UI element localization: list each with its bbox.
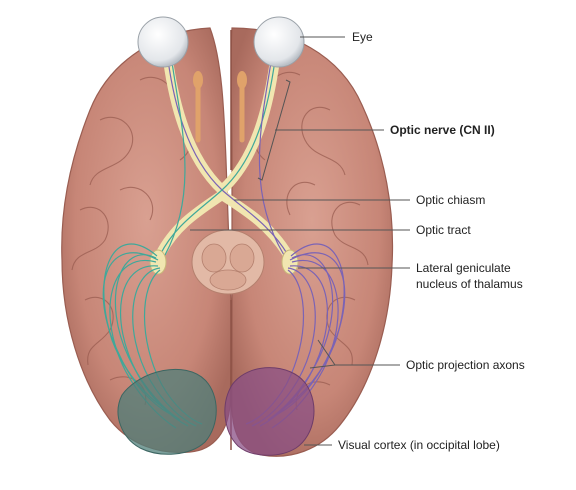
labels: Eye Optic nerve (CN II) Optic chiasm Opt… [338,30,525,452]
right-visual-cortex [224,367,315,456]
optic-nerve-bracket [257,79,291,181]
lateral-geniculate-nuclei [149,249,299,275]
eyes [137,16,305,68]
right-eye [253,16,305,68]
left-eye [137,16,189,68]
label-optic-projection-axons: Optic projection axons [406,358,525,372]
label-optic-chiasm: Optic chiasm [416,193,485,207]
brainstem [191,229,265,295]
label-lgn-line1: Lateral geniculate [416,261,511,275]
label-visual-cortex: Visual cortex (in occipital lobe) [338,438,500,452]
label-eye: Eye [352,30,373,44]
label-optic-tract: Optic tract [416,223,471,237]
optic-nerves-and-tracts [155,55,293,260]
left-visual-cortex [117,368,217,455]
label-optic-nerve: Optic nerve (CN II) [390,123,495,137]
leader-lines [190,36,410,446]
olfactory-bulbs [193,71,247,143]
label-lgn-line2: nucleus of thalamus [416,277,523,291]
visual-cortex [117,367,315,456]
